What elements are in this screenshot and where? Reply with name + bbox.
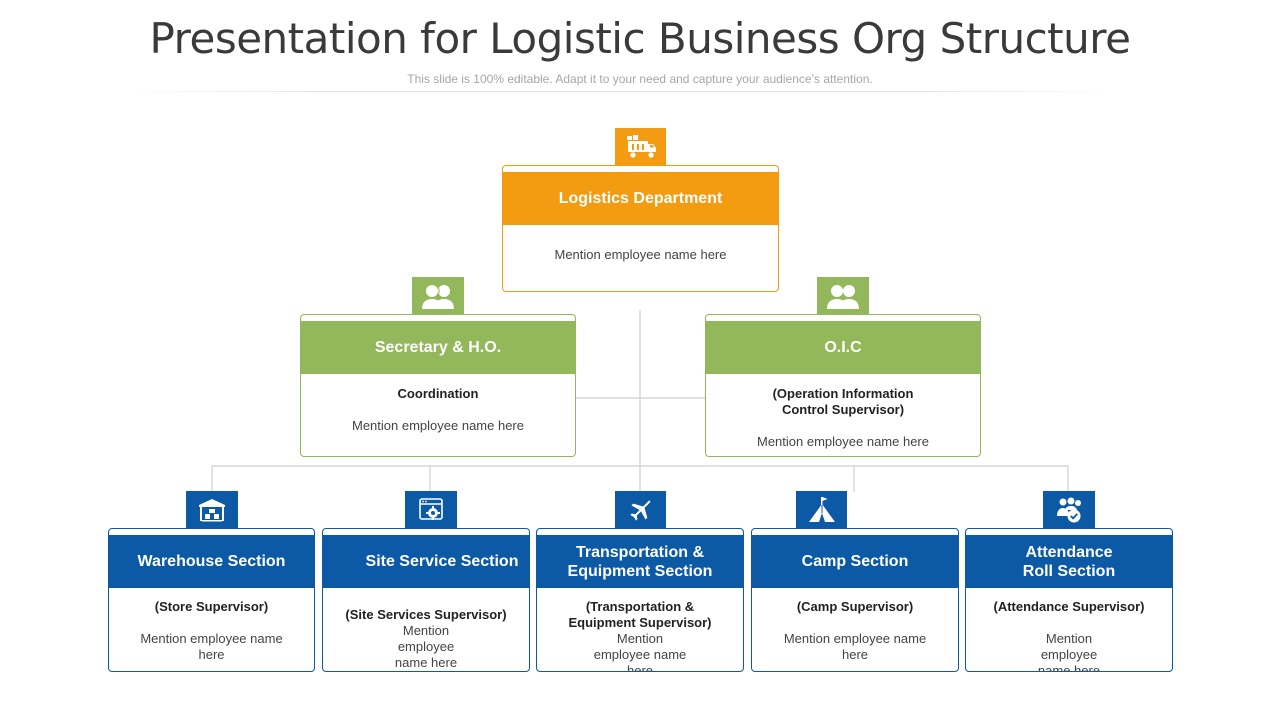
employee-name: Mention employee name here <box>352 418 524 433</box>
node-warehouse-section: Warehouse Section (Store Supervisor) Men… <box>108 528 315 672</box>
title-divider <box>128 91 1112 92</box>
node-title: O.I.C <box>706 321 980 374</box>
role-label: (Store Supervisor) <box>154 599 269 614</box>
role-label: (Site Services Supervisor) <box>345 607 507 622</box>
slide-subtitle: This slide is 100% editable. Adapt it to… <box>407 72 873 86</box>
employee-name: Mention employee name here <box>593 631 687 672</box>
warehouse-icon <box>186 491 238 528</box>
node-logistics-department: Logistics Department Mention employee na… <box>502 165 779 292</box>
settings-window-icon <box>405 491 457 528</box>
employee-name: Mention employee name here <box>140 631 283 662</box>
users-icon <box>412 277 464 314</box>
node-title: Site Service Section <box>323 535 529 588</box>
attendance-check-icon <box>1043 491 1095 528</box>
node-transportation-section: Transportation & Equipment Section (Tran… <box>536 528 744 672</box>
truck-icon <box>615 128 666 165</box>
node-title: Logistics Department <box>503 172 778 225</box>
role-label: Coordination <box>397 386 479 401</box>
employee-name: Mention employee name here <box>1037 631 1101 672</box>
role-label: (Attendance Supervisor) <box>993 599 1145 614</box>
employee-name: Mention employee name here <box>783 631 927 662</box>
slide-title: Presentation for Logistic Business Org S… <box>149 14 1131 63</box>
node-site-service-section: Site Service Section (Site Services Supe… <box>322 528 530 672</box>
node-title: Attendance Roll Section <box>966 535 1172 588</box>
airplane-icon <box>615 491 666 528</box>
role-label: (Camp Supervisor) <box>796 599 914 614</box>
node-title: Secretary & H.O. <box>301 321 575 374</box>
users-icon <box>817 277 869 314</box>
employee-name: Mention employee name here <box>394 623 458 670</box>
role-label: (Transportation & Equipment Supervisor) <box>568 599 712 630</box>
node-attendance-section: Attendance Roll Section (Attendance Supe… <box>965 528 1173 672</box>
node-title: Camp Section <box>752 535 958 588</box>
employee-name: Mention employee name here <box>757 434 929 449</box>
node-oic: O.I.C (Operation Information Control Sup… <box>705 314 981 457</box>
node-secretary-ho: Secretary & H.O. Coordination Mention em… <box>300 314 576 457</box>
tent-icon <box>796 491 847 528</box>
employee-name: Mention employee name here <box>554 247 727 262</box>
role-label: (Operation Information Control Superviso… <box>772 386 914 417</box>
node-title: Transportation & Equipment Section <box>537 535 743 588</box>
node-camp-section: Camp Section (Camp Supervisor) Mention e… <box>751 528 959 672</box>
node-title: Warehouse Section <box>109 535 314 588</box>
